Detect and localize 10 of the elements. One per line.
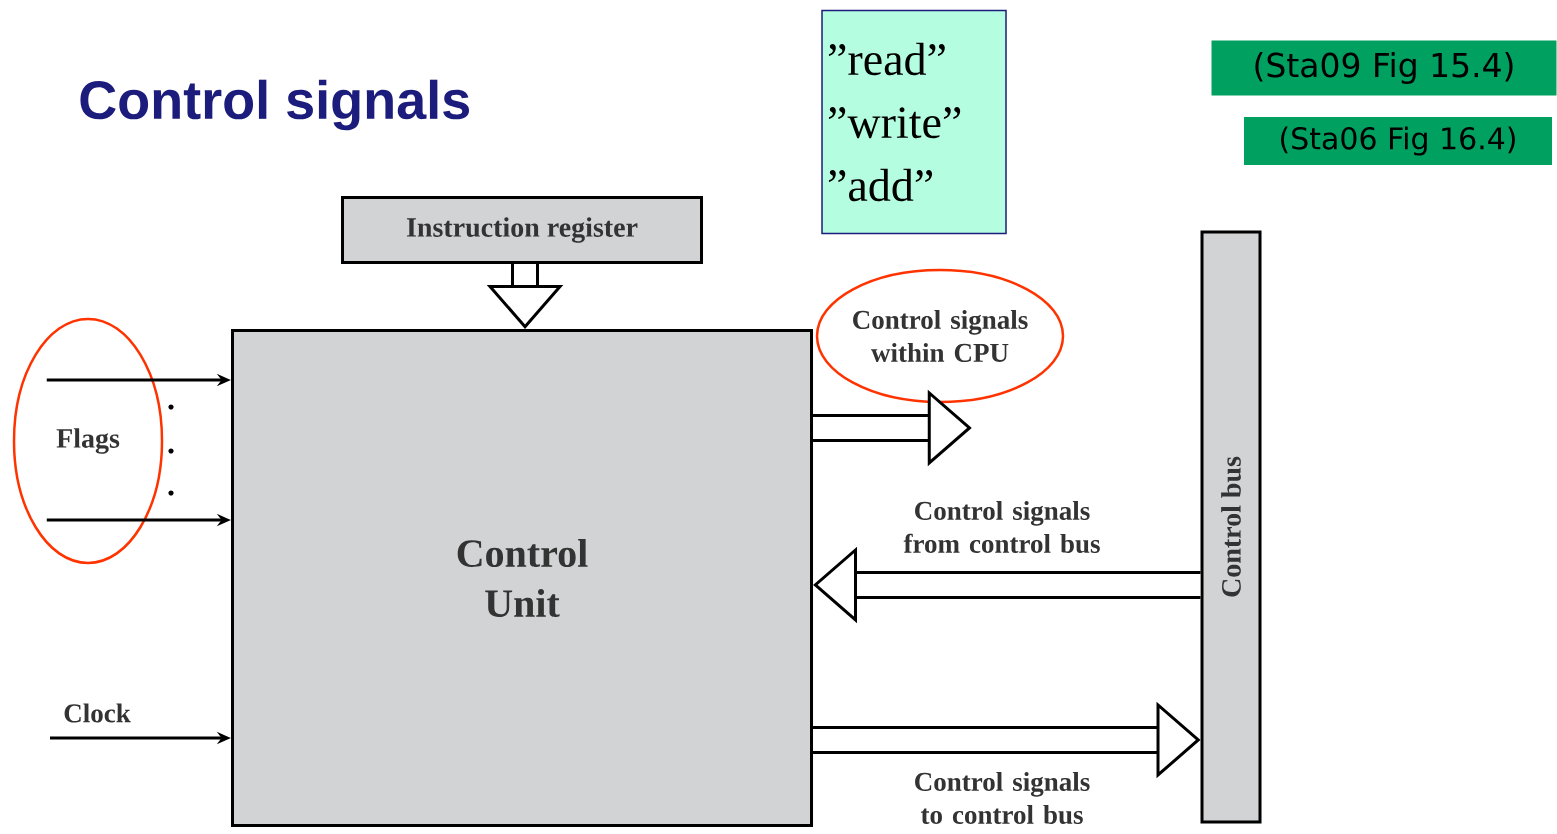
control-bus-bar: Control bus [1200, 230, 1262, 824]
edge-label: Control signals to control bus [915, 771, 1090, 824]
edge-label: Control signals from control bus [903, 500, 1100, 553]
reference-tag: (Sta06 Fig 16.4) [1244, 117, 1552, 165]
register-box: Instruction register [341, 196, 703, 264]
reference-tag: (Sta09 Fig 15.4) [1211, 40, 1557, 96]
control-unit-box: Control Unit [231, 329, 813, 827]
title: Control signals [80, 79, 469, 131]
note-box: ”read” ”write” ”add” [821, 9, 1007, 235]
edge-label: Clock [64, 703, 131, 723]
